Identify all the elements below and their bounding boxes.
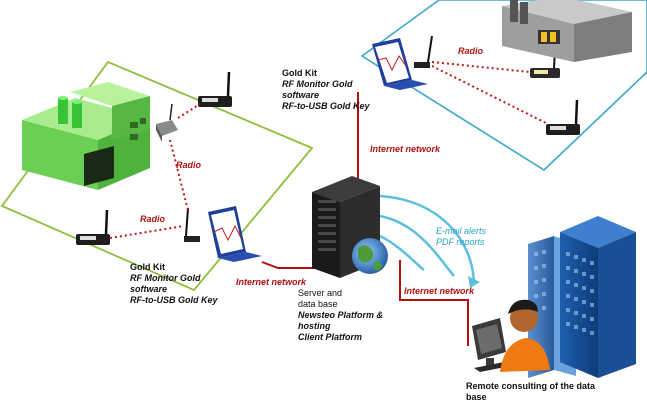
- alerts-line2: PDF reports: [436, 237, 485, 247]
- gold-kit-bottom-line1: RF Monitor Gold: [130, 273, 201, 283]
- alert-arrows: [379, 194, 480, 288]
- radio-label-left-lower: Radio: [140, 214, 166, 224]
- gold-kit-bottom-line2: software: [130, 284, 168, 294]
- gold-kit-bottom-line3: RF-to-USB Gold Key: [130, 295, 218, 305]
- gold-kit-top-line1: RF Monitor Gold: [282, 79, 353, 89]
- radio-links: [109, 61, 549, 239]
- server-line2: data base: [298, 299, 338, 309]
- internet-network-label-top: Internet network: [370, 144, 441, 154]
- server-line3: Newsteo Platform &: [298, 310, 384, 320]
- gold-kit-bottom-title: Gold Kit: [130, 262, 165, 272]
- sensor-device-left-bottom: [76, 209, 110, 245]
- server-tower: [312, 176, 380, 278]
- gold-kit-top-line2: software: [282, 90, 320, 100]
- remote-line2: base: [466, 392, 487, 402]
- remote-line1: Remote consulting of the data: [466, 381, 596, 391]
- radio-label-left-upper: Radio: [176, 160, 202, 170]
- server-line5: Client Platform: [298, 332, 363, 342]
- sensor-device-left-top: [198, 71, 232, 107]
- internet-network-label-right: Internet network: [404, 286, 475, 296]
- alerts-label: E-mail alerts PDF reports: [436, 226, 486, 248]
- gold-kit-top-label: Gold Kit RF Monitor Gold software RF-to-…: [282, 68, 370, 112]
- sensor-device-right-bottom: [546, 99, 580, 135]
- right-zone-boundary: [360, 0, 647, 172]
- globe-icon: [352, 238, 388, 274]
- alerts-line1: E-mail alerts: [436, 226, 487, 236]
- radio-label-right: Radio: [458, 46, 484, 56]
- server-line1: Server and: [298, 288, 343, 298]
- laptop-top: [372, 35, 433, 90]
- gold-kit-top-title: Gold Kit: [282, 68, 317, 78]
- gold-kit-bottom-label: Gold Kit RF Monitor Gold software RF-to-…: [130, 262, 218, 306]
- person-at-computer: [472, 299, 550, 372]
- remote-consulting-label: Remote consulting of the data base: [466, 381, 595, 403]
- internet-network-label-left: Internet network: [236, 277, 307, 287]
- server-line4: hosting: [298, 321, 331, 331]
- laptop-bottom: [184, 206, 262, 262]
- factory-gateway-device: [156, 103, 178, 142]
- factory-building: [22, 82, 150, 190]
- server-label: Server and data base Newsteo Platform & …: [298, 288, 383, 343]
- warehouse-building: [502, 0, 632, 62]
- internet-links: [261, 92, 469, 346]
- gold-kit-top-line3: RF-to-USB Gold Key: [282, 101, 370, 111]
